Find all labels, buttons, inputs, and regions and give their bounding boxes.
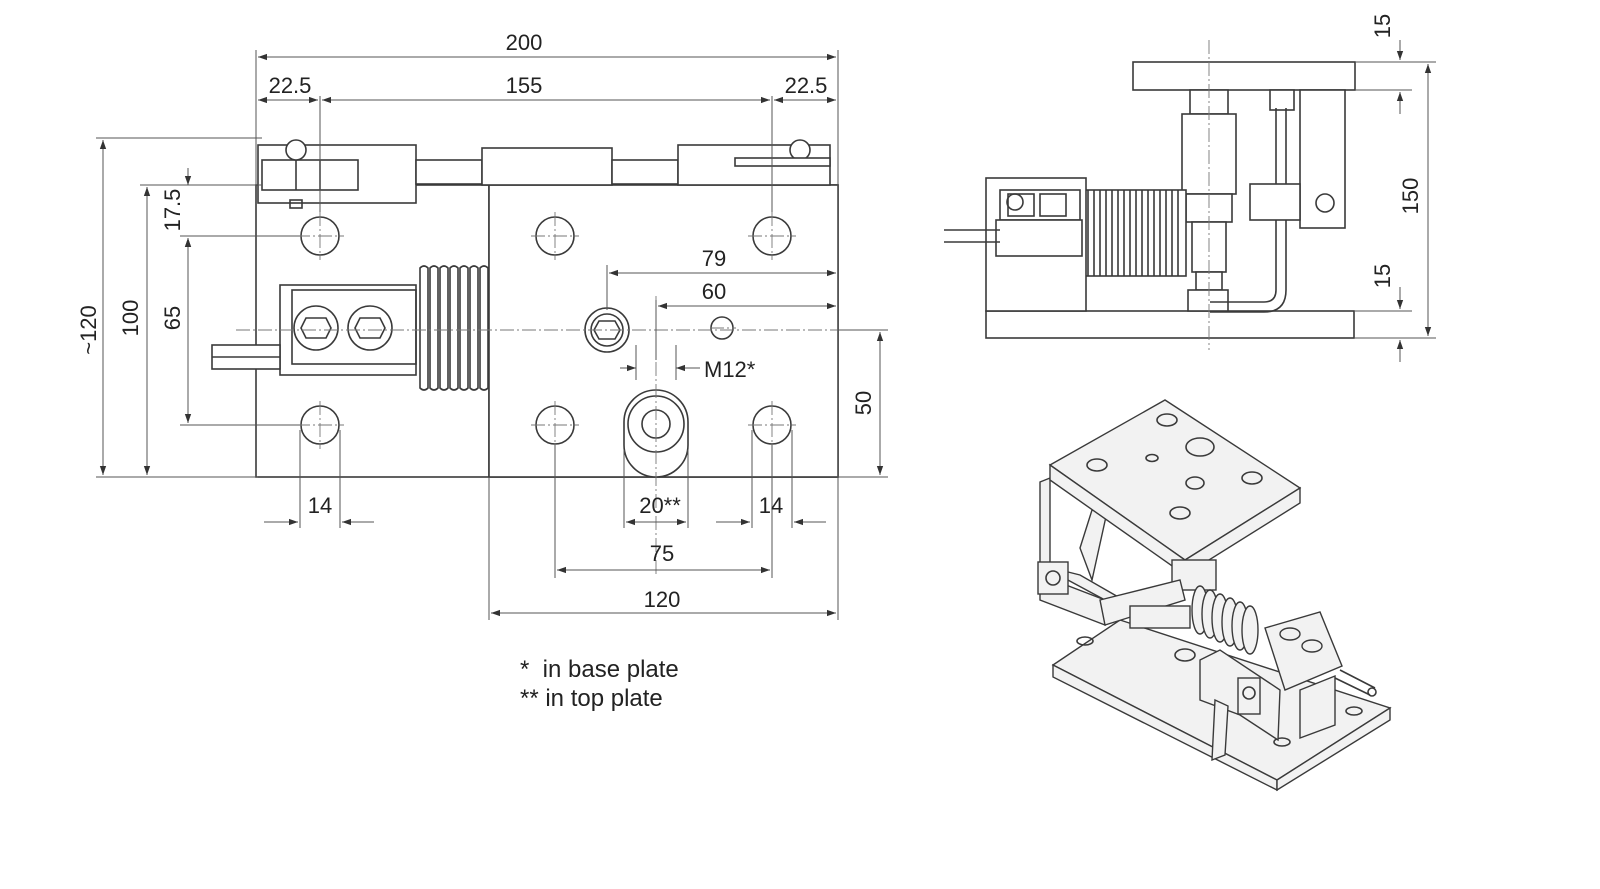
dim-20: 20** <box>639 493 681 518</box>
dim-17-5: 17.5 <box>160 189 185 232</box>
side-base-plate <box>985 310 1355 339</box>
dim-22-5-right: 22.5 <box>785 73 828 98</box>
dim-75: 75 <box>650 541 674 566</box>
bellows <box>419 265 489 391</box>
mounting-holes <box>296 212 796 449</box>
side-bellows <box>1079 189 1187 277</box>
note-base-plate: * in base plate <box>520 656 679 683</box>
dim-155: 155 <box>506 73 543 98</box>
isometric-view <box>1037 399 1392 792</box>
side-top-plate <box>1132 61 1356 91</box>
note-top-plate: ** in top plate <box>520 685 663 712</box>
dim-120-approx: ~120 <box>76 305 101 355</box>
dim-22-5-left: 22.5 <box>269 73 312 98</box>
dim-side-150: 150 <box>1398 178 1423 215</box>
dim-side-15-bottom: 15 <box>1370 264 1395 288</box>
dim-65: 65 <box>160 306 185 330</box>
side-view <box>944 40 1356 350</box>
dimension-lines <box>96 50 888 620</box>
top-view <box>211 139 886 575</box>
dim-50: 50 <box>851 391 876 415</box>
dim-120: 120 <box>644 587 681 612</box>
center-block <box>481 147 613 186</box>
dim-m12: M12* <box>704 357 756 382</box>
dim-14-right: 14 <box>759 493 783 518</box>
side-dimension-lines <box>1354 40 1436 362</box>
iso-bellows <box>1191 585 1259 655</box>
dim-200: 200 <box>506 30 543 55</box>
dim-60: 60 <box>702 279 726 304</box>
dim-side-15-top: 15 <box>1370 14 1395 38</box>
dim-79: 79 <box>702 246 726 271</box>
dim-14-left: 14 <box>308 493 332 518</box>
dim-100: 100 <box>118 300 143 337</box>
